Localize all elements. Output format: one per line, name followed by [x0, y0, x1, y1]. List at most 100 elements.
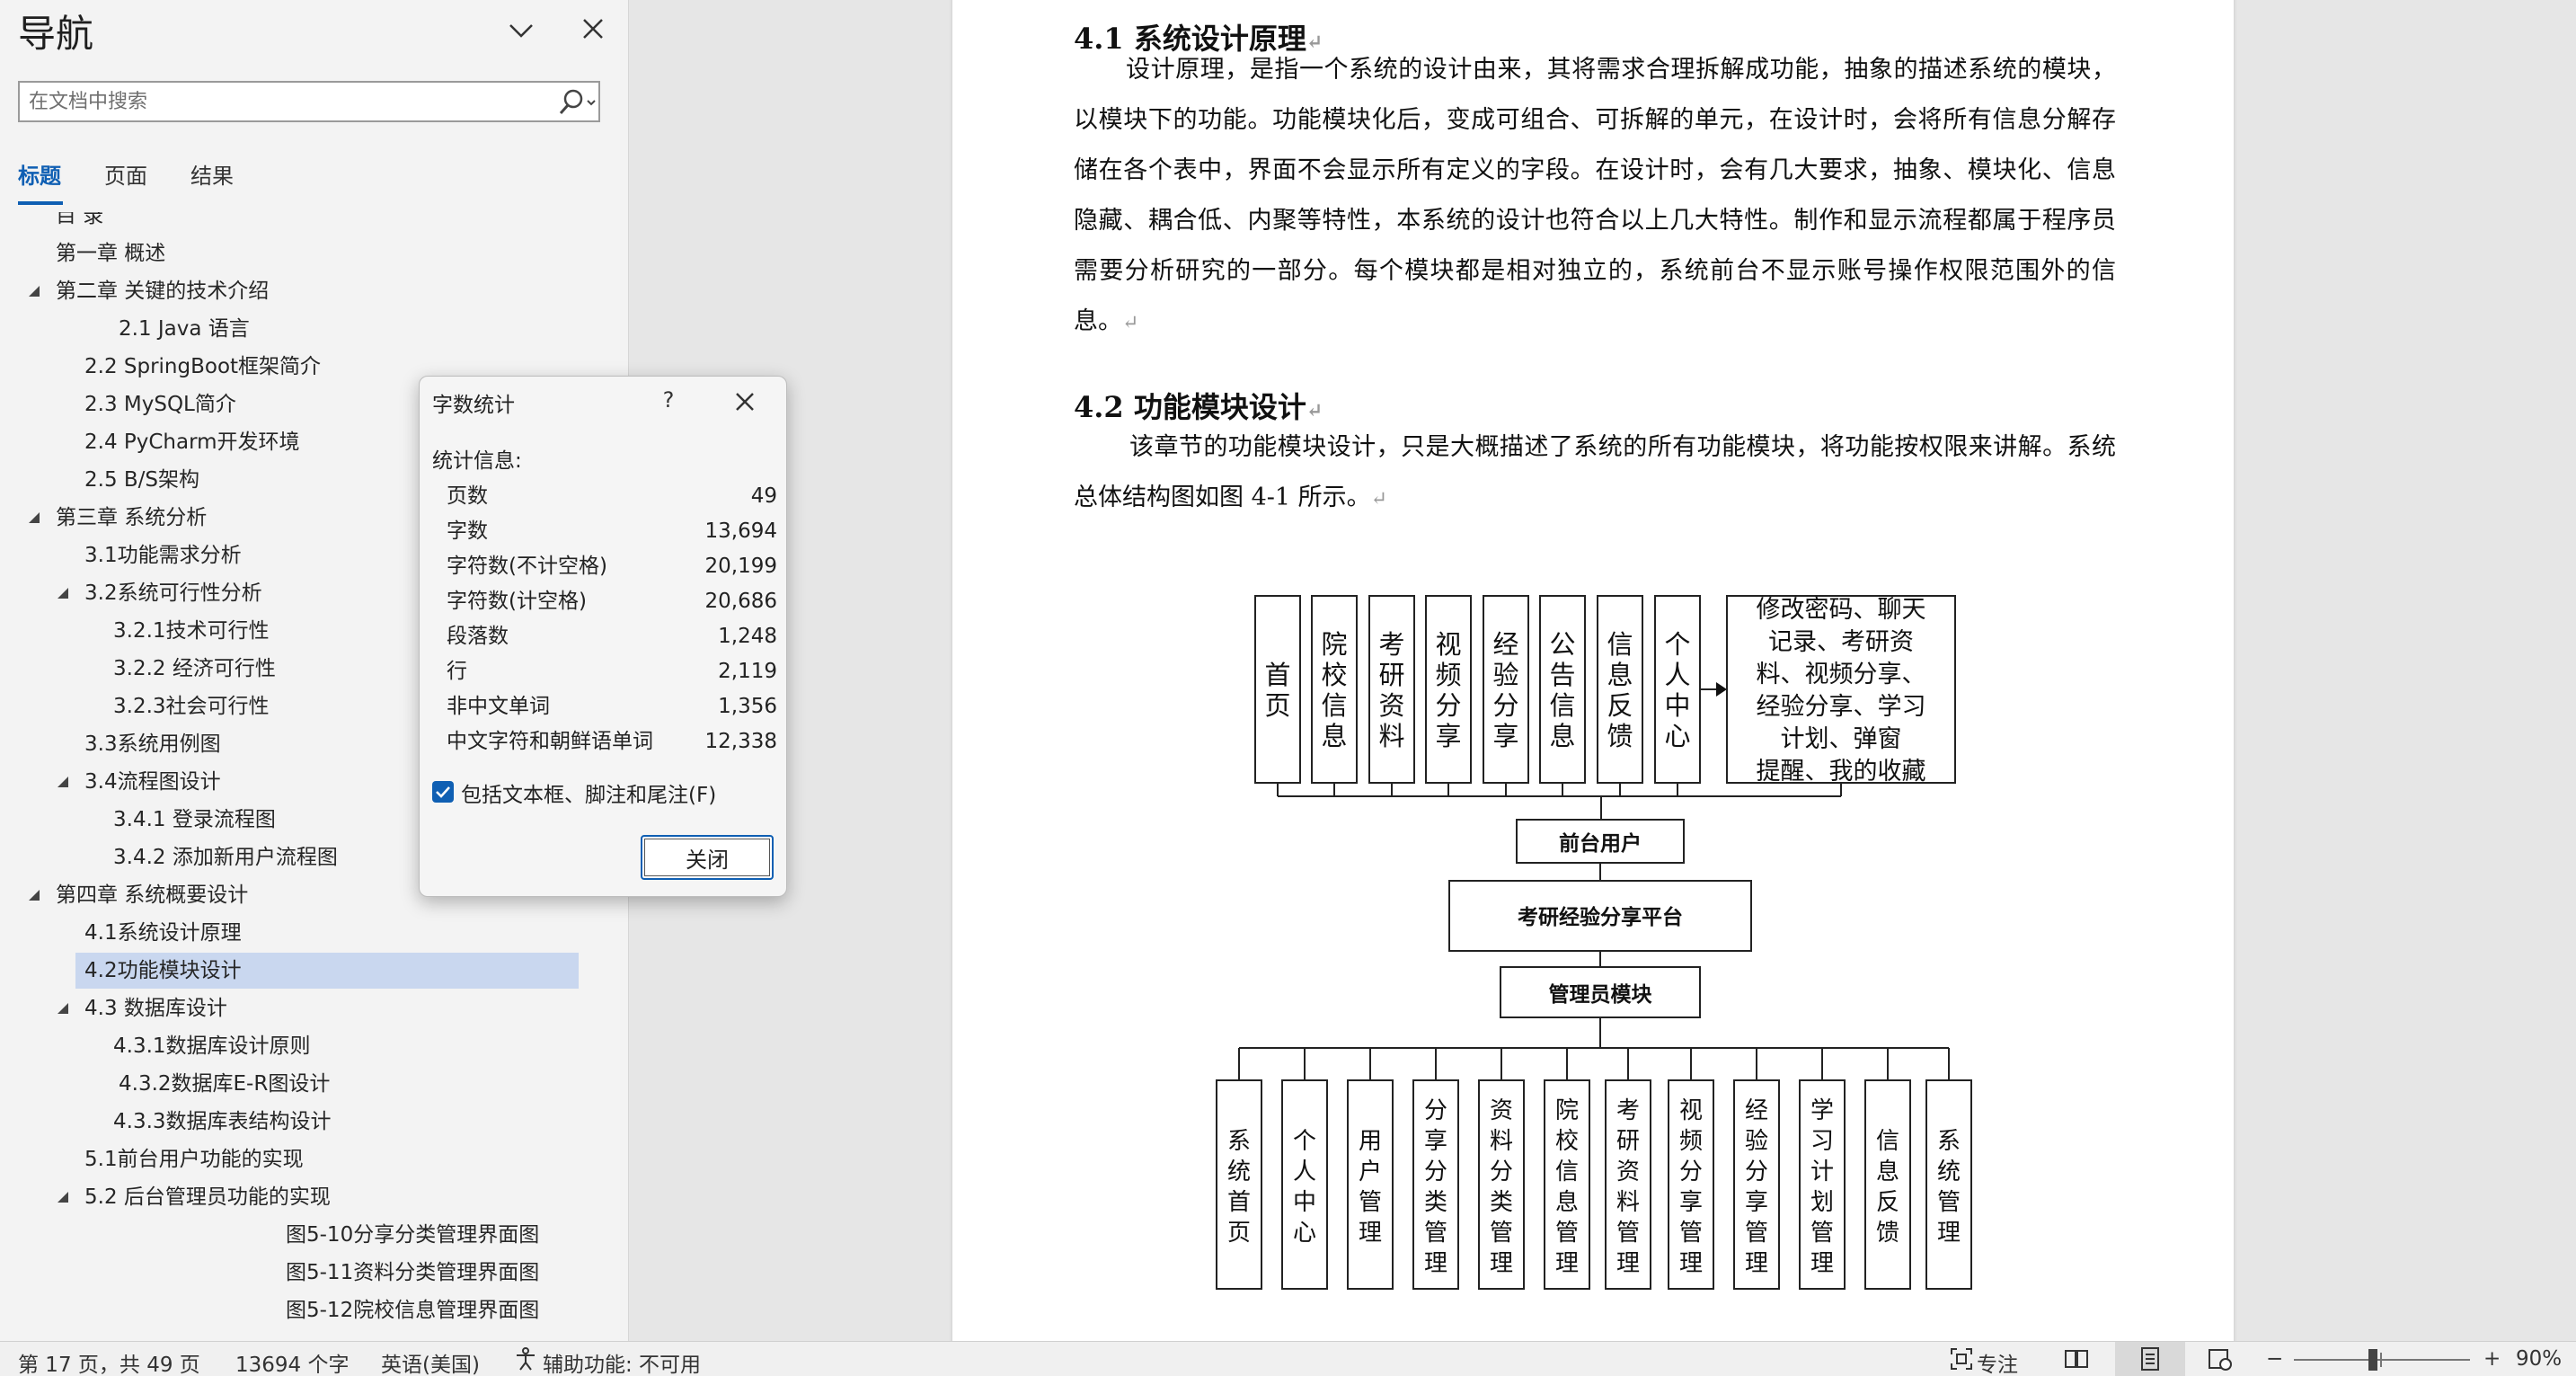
bottom-module-box: [1281, 1079, 1328, 1290]
read-mode-icon[interactable]: [2063, 1345, 2090, 1372]
tree-item-selected-bg: [75, 953, 579, 989]
zoom-out-button[interactable]: −: [2266, 1347, 2284, 1371]
collapse-caret-icon[interactable]: [56, 1001, 70, 1016]
collapse-caret-icon[interactable]: [56, 775, 70, 789]
document-page[interactable]: 4.1 系统设计原理↵ 设计原理，是指一个系统的设计由来，其将需求合理拆解成功能…: [952, 0, 2234, 1366]
focus-icon[interactable]: [1948, 1345, 1975, 1372]
bottom-module-label: 考研资料管理: [1616, 1097, 1640, 1277]
collapse-caret-icon[interactable]: [27, 284, 41, 298]
close-icon[interactable]: [729, 386, 761, 418]
bottom-module-box: [1605, 1079, 1651, 1290]
page-count[interactable]: 第 17 页，共 49 页: [18, 1354, 200, 1376]
tree-item[interactable]: 第四章 系统概要设计: [56, 883, 249, 907]
stats-section-label: 统计信息:: [432, 449, 522, 473]
tree-item[interactable]: 2.3 MySQL简介: [84, 393, 236, 416]
tree-item[interactable]: 3.3系统用例图: [84, 732, 221, 756]
tree-item[interactable]: 图5-10分享分类管理界面图: [286, 1223, 540, 1247]
checkbox-label[interactable]: 包括文本框、脚注和尾注(F): [461, 784, 717, 807]
tree-item[interactable]: 4.2功能模块设计: [84, 959, 242, 982]
collapse-caret-icon[interactable]: [27, 510, 41, 525]
tree-item[interactable]: 2.5 B/S架构: [84, 468, 200, 492]
bottom-module-label: 资料分类管理: [1490, 1097, 1513, 1277]
close-icon[interactable]: [575, 11, 611, 47]
word-count[interactable]: 13694 个字: [235, 1354, 350, 1376]
tree-item[interactable]: 3.4.1 登录流程图: [113, 808, 276, 831]
search-input[interactable]: [29, 88, 550, 115]
tree-item[interactable]: 3.2系统可行性分析: [84, 581, 262, 605]
stat-row: 字数 13,694: [447, 514, 777, 548]
tree-item[interactable]: 4.1系统设计原理: [84, 921, 242, 945]
stat-label: 非中文单词: [447, 695, 550, 718]
tab-headings[interactable]: 标题: [18, 164, 61, 189]
zoom-level[interactable]: 90%: [2516, 1347, 2563, 1371]
nav-title: 导航: [18, 12, 94, 56]
collapse-caret-icon[interactable]: [56, 1190, 70, 1204]
focus-mode[interactable]: 专注: [1977, 1354, 2018, 1376]
tab-pages[interactable]: 页面: [104, 164, 147, 189]
tree-item[interactable]: 2.1 Java 语言: [119, 317, 250, 341]
web-layout-icon[interactable]: [2207, 1345, 2234, 1372]
accessibility-status[interactable]: 辅助功能: 不可用: [543, 1354, 702, 1376]
language[interactable]: 英语(美国): [381, 1354, 480, 1376]
zoom-slider-thumb[interactable]: [2368, 1349, 2377, 1371]
bottom-module-box: [1733, 1079, 1780, 1290]
top-module-label: 考研资料: [1378, 629, 1404, 751]
stat-value: 13,694: [704, 519, 777, 543]
include-textboxes-checkbox[interactable]: [432, 781, 454, 803]
tree-item[interactable]: 3.2.3社会可行性: [113, 695, 270, 718]
tree-item[interactable]: 4.3.3数据库表结构设计: [113, 1110, 332, 1133]
zoom-center-mark: [2380, 1353, 2382, 1367]
bottom-module-label: 个人中心: [1293, 1128, 1316, 1247]
tree-item[interactable]: 图5-12院校信息管理界面图: [286, 1299, 540, 1322]
tree-item[interactable]: 3.2.2 经济可行性: [113, 657, 276, 680]
stat-value: 20,199: [704, 555, 777, 578]
collapse-caret-icon[interactable]: [56, 586, 70, 600]
chevron-down-icon[interactable]: [503, 13, 539, 49]
bottom-module-label: 系统管理: [1937, 1128, 1961, 1247]
tree-item[interactable]: 5.2 后台管理员功能的实现: [84, 1185, 331, 1209]
stat-row: 字符数(计空格)20,686: [447, 584, 777, 618]
platform-label: 考研经验分享平台: [1518, 905, 1683, 929]
accessibility-icon[interactable]: [512, 1345, 539, 1372]
zoom-in-button[interactable]: +: [2483, 1347, 2501, 1371]
stat-row: 字符数(不计空格)20,199: [447, 549, 777, 583]
tree-item[interactable]: 第三章 系统分析: [56, 506, 208, 529]
heading-4-2: 4.2 功能模块设计↵: [1074, 390, 1323, 424]
tree-item[interactable]: 图5-11资料分类管理界面图: [286, 1261, 540, 1284]
tree-item[interactable]: 第一章 概述: [56, 242, 166, 265]
tree-item[interactable]: 2.4 PyCharm开发环境: [84, 431, 300, 454]
bottom-module-label: 用户管理: [1359, 1128, 1382, 1247]
tree-item[interactable]: 3.4.2 添加新用户流程图: [113, 846, 338, 869]
status-bar: 第 17 页，共 49 页 13694 个字 英语(美国) 辅助功能: 不可用 …: [0, 1341, 2576, 1376]
stat-label: 字数: [447, 519, 488, 543]
collapse-caret-icon[interactable]: [27, 888, 41, 902]
stat-label: 中文字符和朝鲜语单词: [447, 730, 653, 753]
checkmark-icon: [436, 786, 450, 798]
stat-value: 20,686: [704, 590, 777, 613]
bottom-module-label: 经验分享管理: [1745, 1097, 1768, 1277]
tree-item[interactable]: 5.1前台用户功能的实现: [84, 1148, 304, 1171]
heading-4-1: 4.1 系统设计原理↵: [1074, 22, 1323, 56]
help-icon[interactable]: ?: [662, 387, 675, 413]
tree-item[interactable]: 3.2.1技术可行性: [113, 619, 270, 643]
bottom-module-label: 视频分享管理: [1679, 1097, 1703, 1277]
search-icon[interactable]: [553, 86, 598, 119]
tree-item[interactable]: 4.3.2数据库E-R图设计: [119, 1072, 331, 1096]
bottom-module-box: [1799, 1079, 1846, 1290]
tree-item[interactable]: 4.3.1数据库设计原则: [113, 1034, 311, 1058]
tree-item[interactable]: 3.4流程图设计: [84, 770, 221, 794]
system-structure-diagram: 首页院校信息考研资料视频分享经验分享公告信息信息反馈个人中心修改密码、聊天记录、…: [1216, 595, 1972, 1290]
tab-results[interactable]: 结果: [190, 164, 234, 189]
close-button[interactable]: 关闭: [641, 835, 774, 880]
bottom-module-box: [1347, 1079, 1394, 1290]
zoom-slider[interactable]: [2294, 1359, 2470, 1361]
tree-item[interactable]: 4.3 数据库设计: [84, 997, 227, 1020]
bottom-module-label: 学习计划管理: [1810, 1097, 1834, 1277]
print-layout-icon[interactable]: [2137, 1345, 2164, 1372]
tree-item[interactable]: 目 录: [56, 212, 104, 227]
tree-item[interactable]: 3.1功能需求分析: [84, 544, 242, 567]
top-module-label: 视频分享: [1435, 629, 1461, 751]
tree-item[interactable]: 第二章 关键的技术介绍: [56, 280, 270, 303]
tree-item[interactable]: 2.2 SpringBoot框架简介: [84, 355, 322, 378]
front-user-label: 前台用户: [1559, 831, 1642, 856]
